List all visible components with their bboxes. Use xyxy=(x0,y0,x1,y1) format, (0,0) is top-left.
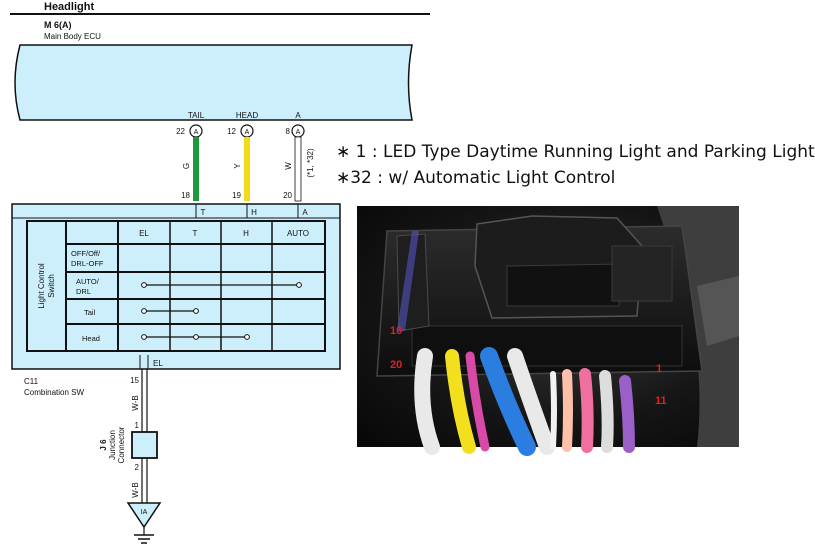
ecu-code: M 6(A) xyxy=(44,20,72,30)
switch-col-header-auto: AUTO xyxy=(287,229,309,238)
junction-connector xyxy=(131,431,158,459)
switch-terminal-h: H xyxy=(251,208,257,217)
junction-name-2: Connector xyxy=(117,426,126,463)
photo-label-10: 10 xyxy=(390,325,402,337)
switch-row-tail-label: Tail xyxy=(84,308,96,317)
note-32: ∗32 : w/ Automatic Light Control xyxy=(336,168,616,188)
photo-label-20: 20 xyxy=(390,359,402,371)
wire-color-code-g: G xyxy=(182,163,191,169)
connector-wires xyxy=(414,347,635,456)
wire-color-code-y: Y xyxy=(233,163,242,169)
ecu-pin-number-head: 12 xyxy=(227,127,236,136)
ecu-pin-label-head: HEAD xyxy=(236,111,258,120)
switch-connection-tail xyxy=(141,308,199,314)
photo-label-1: 1 xyxy=(656,363,662,375)
switch-vertical-label-1: Light Control xyxy=(37,263,46,309)
switch-connection-head xyxy=(141,334,250,340)
ecu-name: Main Body ECU xyxy=(44,32,101,41)
ecu-body xyxy=(14,44,413,121)
switch-row-off-label-2: DRL-OFF xyxy=(71,259,104,268)
switch-col-header-h: H xyxy=(243,229,249,238)
switch-pin-number-18: 18 xyxy=(181,191,190,200)
switch-pin-number-19: 19 xyxy=(232,191,241,200)
wire-white xyxy=(294,136,302,202)
photo-label-11: 11 xyxy=(655,395,667,407)
combo-sw-code: C11 xyxy=(24,377,39,386)
ecu-connector-head-letter: A xyxy=(245,129,250,136)
junction-code: J 6 xyxy=(99,439,108,451)
junction-pin-top: 1 xyxy=(135,421,140,430)
ground-wire-code-upper: W-B xyxy=(131,395,140,410)
wire-note: (*1, *32) xyxy=(306,148,315,178)
switch-connection-auto xyxy=(141,282,302,288)
switch-vertical-label-2: Switch xyxy=(47,274,56,298)
ground-icon xyxy=(134,534,154,544)
combo-sw-name: Combination SW xyxy=(24,388,84,397)
ecu-connector-a-letter: A xyxy=(296,129,301,136)
switch-pin-number-20: 20 xyxy=(283,191,292,200)
header-title: Headlight xyxy=(44,1,94,13)
wire-green xyxy=(193,137,199,201)
combo-sw-pin: 15 xyxy=(130,376,139,385)
switch-table xyxy=(26,220,326,352)
connector-plug xyxy=(376,215,703,377)
switch-row-off-label-1: OFF/Off/ xyxy=(71,249,101,258)
switch-terminal-a: A xyxy=(302,208,308,217)
switch-row-head-label: Head xyxy=(82,334,100,343)
junction-name-1: Junction xyxy=(108,430,117,460)
ground-wire-code-lower: W-B xyxy=(131,482,140,497)
switch-terminal-t: T xyxy=(201,208,206,217)
wire-color-code-w: W xyxy=(284,162,293,170)
ecu-pin-label-a: A xyxy=(295,111,301,120)
note-1: ∗ 1 : LED Type Daytime Running Light and… xyxy=(336,142,815,162)
switch-col-header-el: EL xyxy=(139,229,149,238)
switch-terminal-el: EL xyxy=(153,359,163,368)
junction-pin-bottom: 2 xyxy=(135,463,140,472)
wire-yellow xyxy=(244,137,250,201)
switch-row-auto-label-1: AUTO/ xyxy=(76,277,100,286)
ecu-connector-tail-letter: A xyxy=(194,129,199,136)
ecu-pin-number-a: 8 xyxy=(286,127,291,136)
switch-col-header-t: T xyxy=(193,229,198,238)
ecu-pin-number-tail: 22 xyxy=(176,127,185,136)
ground-point xyxy=(126,502,162,529)
ground-label: IA xyxy=(141,509,148,516)
ecu-pin-label-tail: TAIL xyxy=(188,111,205,120)
connector-photo: 10 20 1 11 xyxy=(357,206,739,456)
switch-row-auto-label-2: DRL xyxy=(76,287,91,296)
